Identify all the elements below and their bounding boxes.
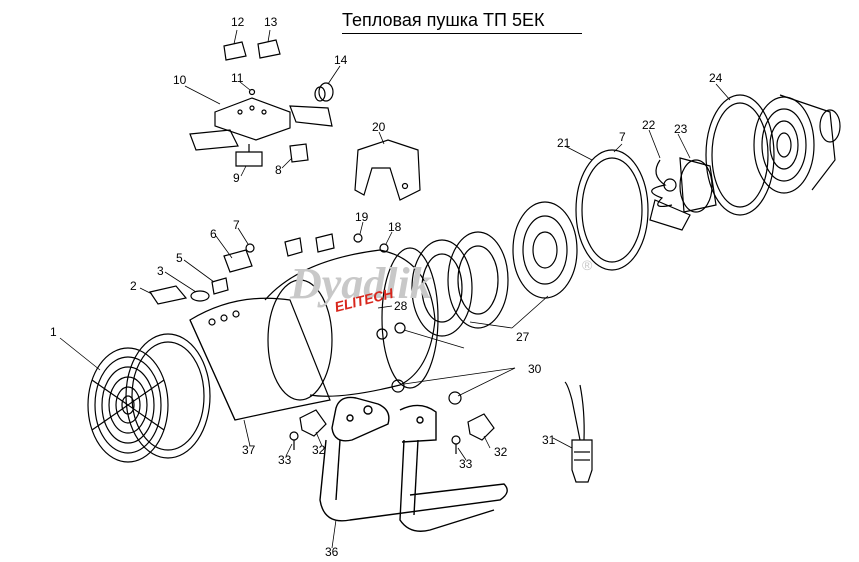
part-20-bracket — [354, 139, 421, 201]
callout-20: 20 — [372, 120, 386, 134]
part-8-switch — [289, 143, 309, 163]
callout-30: 30 — [528, 362, 542, 376]
part-9-thermostat — [235, 144, 263, 167]
callout-21: 21 — [557, 136, 571, 150]
callout-28: 28 — [394, 299, 408, 313]
part-31-plug — [564, 381, 593, 483]
part-30-grommets — [391, 379, 462, 405]
part-2-bracket — [149, 285, 188, 305]
callout-7-left: 7 — [233, 218, 240, 232]
callout-18: 18 — [388, 220, 402, 234]
part-10-control-cover — [189, 97, 333, 151]
callout-27: 27 — [516, 330, 530, 344]
callout-10: 10 — [173, 73, 187, 87]
callout-8: 8 — [275, 163, 282, 177]
part-33-bolt-right — [451, 435, 461, 454]
callout-2: 2 — [130, 279, 137, 293]
part-22-fan — [651, 159, 677, 208]
callout-12: 12 — [231, 15, 245, 29]
callout-22: 22 — [642, 118, 656, 132]
callout-24: 24 — [709, 71, 723, 85]
callout-7-right: 7 — [619, 130, 626, 144]
part-28-studs — [376, 322, 406, 340]
part-11-screw — [248, 88, 256, 96]
callout-33-right: 33 — [459, 457, 473, 471]
part-32-knob-right — [467, 413, 495, 441]
part-12-knob — [223, 41, 247, 61]
part-14-gland — [314, 82, 334, 102]
callout-11: 11 — [231, 71, 244, 85]
callout-6: 6 — [210, 227, 217, 241]
callout-14: 14 — [334, 53, 348, 67]
part-5-switch — [211, 277, 229, 295]
part-rear-grill — [753, 94, 841, 194]
part-32-knob-left — [299, 409, 327, 437]
part-6-plate — [223, 249, 253, 273]
callout-37: 37 — [242, 443, 256, 457]
part-3-knob — [190, 290, 210, 302]
leader-lines — [59, 29, 731, 549]
part-18-19-terminals — [353, 233, 389, 253]
part-front-rim — [125, 333, 211, 459]
callout-36: 36 — [325, 545, 339, 559]
part-23-motor — [649, 157, 717, 231]
callout-5: 5 — [176, 251, 183, 265]
part-36-stand — [319, 396, 508, 532]
callout-32-right: 32 — [494, 445, 508, 459]
watermark-registered: ® — [582, 257, 593, 273]
callout-32-left: 32 — [312, 443, 326, 457]
callout-31: 31 — [542, 433, 556, 447]
callout-1: 1 — [50, 325, 57, 339]
callout-9: 9 — [233, 171, 240, 185]
part-21-gasket — [575, 149, 649, 271]
part-27-heating-elements — [411, 201, 578, 337]
callout-13: 13 — [264, 15, 278, 29]
title-underline — [342, 33, 582, 34]
part-33-bolt-left — [289, 431, 299, 450]
part-24-rear-rim — [705, 94, 775, 216]
part-front-grill — [87, 347, 169, 463]
callout-19: 19 — [355, 210, 369, 224]
callout-23: 23 — [674, 122, 688, 136]
part-mount-brackets — [284, 233, 335, 257]
part-13-knob — [257, 39, 281, 59]
diagram-title: Тепловая пушка ТП 5ЕК — [342, 10, 545, 30]
callout-labels: 1 2 3 5 6 7 7 8 9 10 11 12 13 14 18 19 2… — [50, 15, 723, 559]
part-7-nut-left — [245, 243, 255, 253]
callout-33-left: 33 — [278, 453, 292, 467]
part-housing — [189, 247, 439, 421]
watermark-text: Dyadlik — [289, 259, 432, 308]
callout-3: 3 — [157, 264, 164, 278]
